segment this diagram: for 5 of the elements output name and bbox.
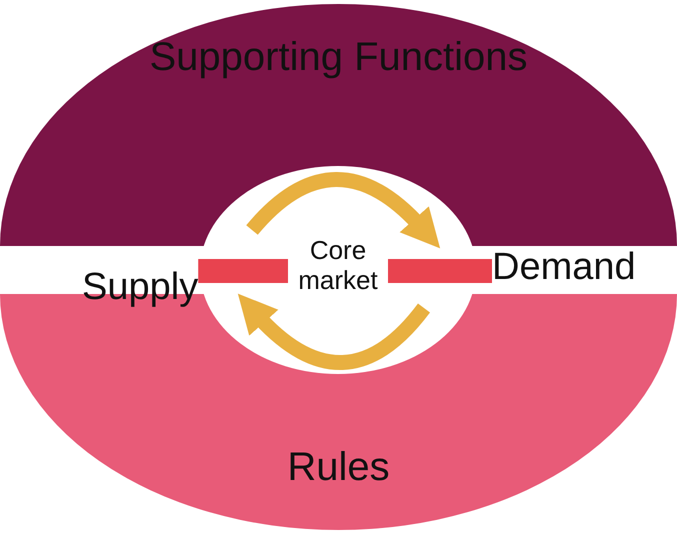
node-label: Supporting Functions (148, 34, 528, 80)
side-label: Demand (492, 246, 636, 289)
connector-bar (388, 259, 492, 283)
node-label: Core market (297, 236, 379, 296)
node-label: Rules (286, 444, 391, 490)
